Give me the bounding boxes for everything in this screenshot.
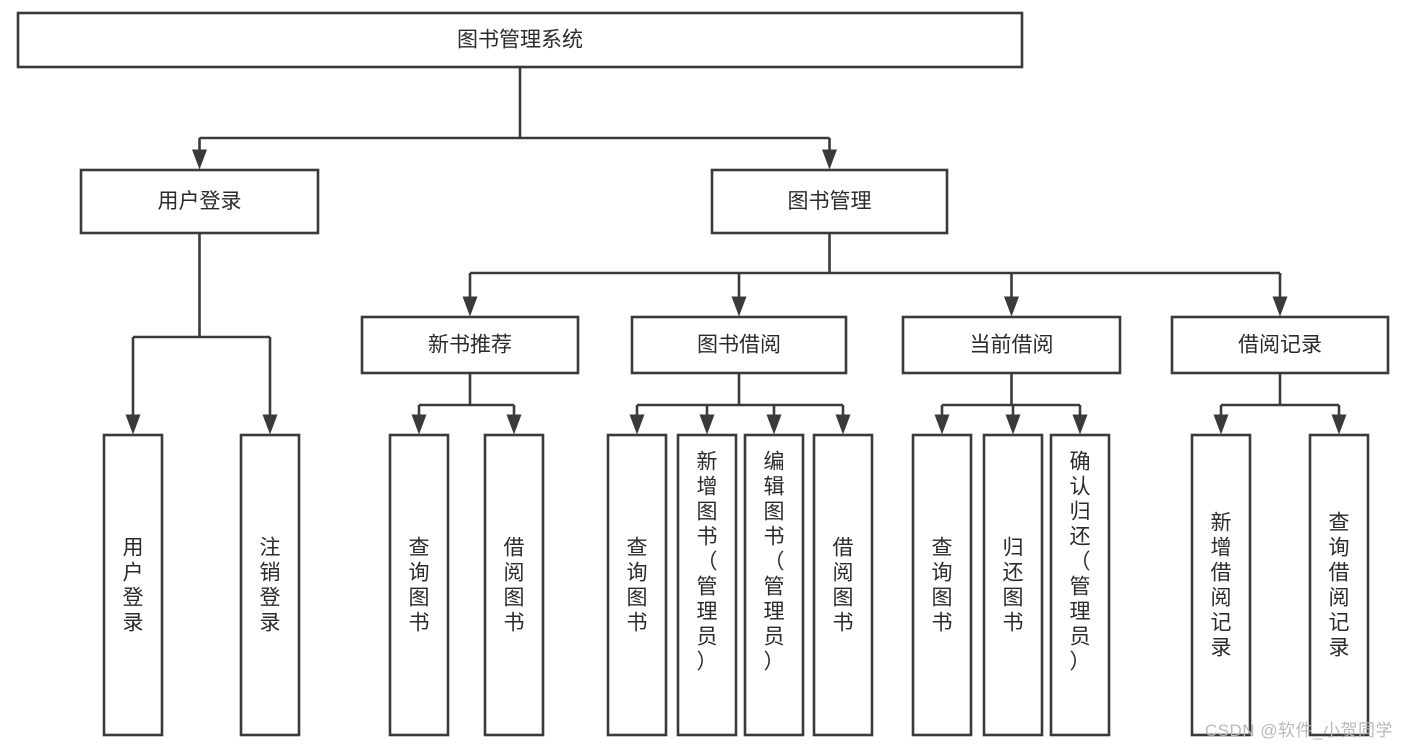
- node-box: [360, 315, 580, 375]
- node-box: [901, 315, 1122, 375]
- arrow-head-l3-3-0: [1213, 414, 1229, 435]
- arrow-head-root-1: [822, 149, 837, 170]
- node-box: [911, 433, 973, 737]
- node-leaf-借阅图书[interactable]: 借阅图书: [812, 433, 874, 737]
- node-box: [676, 433, 738, 737]
- node-label: 借阅图书: [504, 537, 525, 635]
- node-label: 查询图书: [932, 537, 953, 635]
- node-leaf-查询图书[interactable]: 查询图书: [606, 433, 668, 737]
- node-label: 图书管理系统: [457, 29, 583, 52]
- node-box: [1049, 433, 1111, 737]
- node-box: [239, 433, 301, 737]
- node-label: 用户登录: [158, 190, 242, 213]
- node-leaf-编辑图书管理员[interactable]: 编辑图书（管理员）: [743, 433, 805, 737]
- node-leaf-借阅图书[interactable]: 借阅图书: [483, 433, 545, 737]
- arrow-head-l3-1-2: [766, 414, 782, 435]
- node-label: 用户登录: [123, 537, 144, 635]
- node-l2-用户登录[interactable]: 用户登录: [79, 168, 320, 235]
- node-root-图书管理系统[interactable]: 图书管理系统: [16, 11, 1024, 69]
- node-label: 查询图书: [409, 537, 430, 635]
- node-l2-图书管理[interactable]: 图书管理: [710, 168, 949, 235]
- node-leaf-注销登录[interactable]: 注销登录: [239, 433, 301, 737]
- arrow-head-l3-1-0: [629, 414, 645, 435]
- node-label: 图书管理: [788, 190, 872, 213]
- node-box: [1190, 433, 1252, 737]
- node-box: [79, 168, 320, 235]
- node-label: 图书借阅: [697, 334, 781, 357]
- node-label: 借阅记录: [1238, 334, 1322, 357]
- node-label: 新增借阅记录: [1211, 512, 1232, 660]
- node-layer: 图书管理系统用户登录图书管理新书推荐图书借阅当前借阅借阅记录用户登录注销登录查询…: [16, 11, 1390, 737]
- node-l3-图书借阅[interactable]: 图书借阅: [630, 315, 848, 375]
- node-label: 借阅图书: [833, 537, 854, 635]
- node-l3-当前借阅[interactable]: 当前借阅: [901, 315, 1122, 375]
- arrow-head-l3-2-0: [934, 414, 950, 435]
- node-box: [1170, 315, 1390, 375]
- arrow-head-book-management-1: [731, 296, 747, 317]
- node-box: [743, 433, 805, 737]
- node-box: [483, 433, 545, 737]
- node-label: 确认归还（管理员）: [1070, 451, 1091, 674]
- arrow-head-root-0: [192, 149, 207, 170]
- node-label: 归还图书: [1003, 537, 1024, 635]
- arrow-head-book-management-2: [1004, 296, 1019, 317]
- arrow-head-l3-0-0: [411, 414, 427, 435]
- node-leaf-查询借阅记录[interactable]: 查询借阅记录: [1308, 433, 1370, 737]
- node-label: 查询借阅记录: [1329, 512, 1350, 660]
- arrow-head-user-login-1: [262, 414, 278, 435]
- node-leaf-查询图书[interactable]: 查询图书: [911, 433, 973, 737]
- watermark-label: CSDN @软件_小贺同学: [1204, 721, 1393, 740]
- node-box: [102, 433, 164, 737]
- node-box: [982, 433, 1044, 737]
- arrow-head-book-management-3: [1272, 296, 1288, 317]
- node-l3-新书推荐[interactable]: 新书推荐: [360, 315, 580, 375]
- node-leaf-归还图书[interactable]: 归还图书: [982, 433, 1044, 737]
- node-leaf-确认归还管理员[interactable]: 确认归还（管理员）: [1049, 433, 1111, 737]
- node-label: 新增图书（管理员）: [697, 451, 718, 674]
- node-label: 查询图书: [627, 537, 648, 635]
- node-box: [710, 168, 949, 235]
- node-label: 当前借阅: [970, 334, 1054, 357]
- node-leaf-用户登录[interactable]: 用户登录: [102, 433, 164, 737]
- arrow-head-l3-2-1: [1005, 414, 1021, 435]
- node-leaf-新增借阅记录[interactable]: 新增借阅记录: [1190, 433, 1252, 737]
- node-box: [812, 433, 874, 737]
- arrow-head-user-login-0: [125, 414, 141, 435]
- arrow-head-book-management-0: [462, 296, 478, 317]
- node-box: [1308, 433, 1370, 737]
- arrow-head-l3-1-1: [699, 414, 715, 435]
- arrow-head-l3-3-1: [1331, 414, 1347, 435]
- arrow-head-l3-2-2: [1072, 414, 1088, 435]
- node-box: [388, 433, 450, 737]
- node-leaf-新增图书管理员[interactable]: 新增图书（管理员）: [676, 433, 738, 737]
- connector-layer: [125, 67, 1347, 435]
- node-box: [606, 433, 668, 737]
- node-label: 新书推荐: [428, 334, 512, 357]
- node-box: [630, 315, 848, 375]
- arrow-head-l3-1-3: [835, 414, 851, 435]
- node-box: [16, 11, 1024, 69]
- node-label: 编辑图书（管理员）: [764, 451, 785, 674]
- node-l3-借阅记录[interactable]: 借阅记录: [1170, 315, 1390, 375]
- arrow-head-l3-0-1: [506, 414, 522, 435]
- node-leaf-查询图书[interactable]: 查询图书: [388, 433, 450, 737]
- node-label: 注销登录: [260, 537, 281, 635]
